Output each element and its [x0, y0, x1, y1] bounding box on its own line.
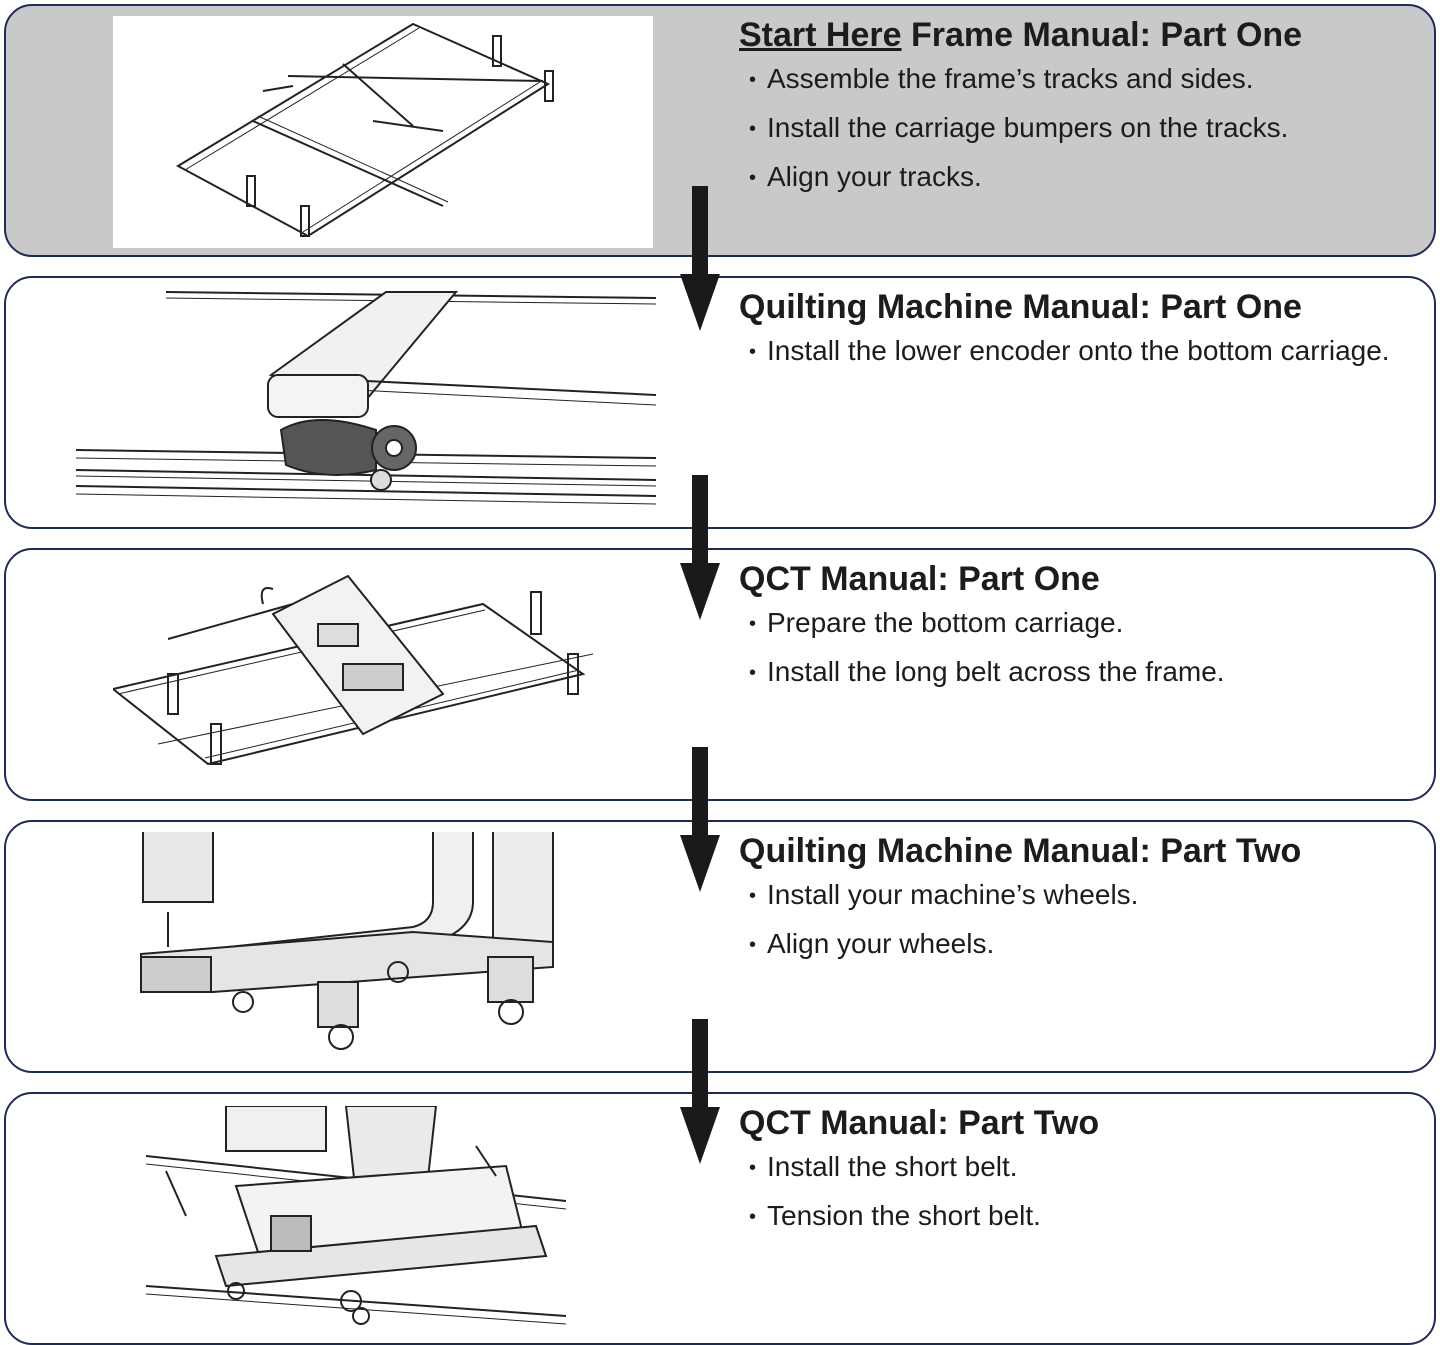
step-bullets-5: Install the short belt. Tension the shor… [739, 1147, 1419, 1237]
step-title-3: QCT Manual: Part One [739, 560, 1100, 598]
down-arrow-icon [680, 186, 720, 331]
carriage-and-long-belt-illustration [113, 564, 653, 796]
step-title-2: Quilting Machine Manual: Part One [739, 288, 1302, 326]
step-title-5: QCT Manual: Part Two [739, 1104, 1100, 1142]
encoder-on-carriage-illustration [76, 290, 656, 522]
bullet-item: Align your wheels. [749, 924, 1419, 965]
step-bullets-1: Assemble the frame’s tracks and sides. I… [739, 59, 1419, 198]
step-title-1: Start Here Frame Manual: Part One [739, 16, 1303, 54]
bullet-item: Install the lower encoder onto the botto… [749, 331, 1419, 372]
down-arrow-icon [680, 475, 720, 620]
step-panel-1: Start Here Frame Manual: Part One Assemb… [4, 4, 1436, 257]
bullet-item: Assemble the frame’s tracks and sides. [749, 59, 1419, 100]
bullet-item: Prepare the bottom carriage. [749, 603, 1419, 644]
bullet-item: Install the carriage bumpers on the trac… [749, 108, 1419, 149]
machine-wheels-illustration [113, 832, 653, 1064]
bullet-item: Install your machine’s wheels. [749, 875, 1419, 916]
short-belt-illustration [146, 1106, 566, 1338]
step-bullets-3: Prepare the bottom carriage. Install the… [739, 603, 1419, 693]
frame-assembly-illustration [113, 16, 653, 248]
start-here-label: Start Here [739, 16, 902, 54]
down-arrow-icon [680, 747, 720, 892]
bullet-item: Align your tracks. [749, 157, 1419, 198]
step-bullets-4: Install your machine’s wheels. Align you… [739, 875, 1419, 965]
step-panel-5: QCT Manual: Part Two Install the short b… [4, 1092, 1436, 1345]
step-bullets-2: Install the lower encoder onto the botto… [739, 331, 1419, 372]
bullet-item: Tension the short belt. [749, 1196, 1419, 1237]
down-arrow-icon [680, 1019, 720, 1164]
step-title-4: Quilting Machine Manual: Part Two [739, 832, 1302, 870]
step-panel-4: Quilting Machine Manual: Part Two Instal… [4, 820, 1436, 1073]
bullet-item: Install the long belt across the frame. [749, 652, 1419, 693]
bullet-item: Install the short belt. [749, 1147, 1419, 1188]
step-panel-2: Quilting Machine Manual: Part One Instal… [4, 276, 1436, 529]
step-panel-3: QCT Manual: Part One Prepare the bottom … [4, 548, 1436, 801]
